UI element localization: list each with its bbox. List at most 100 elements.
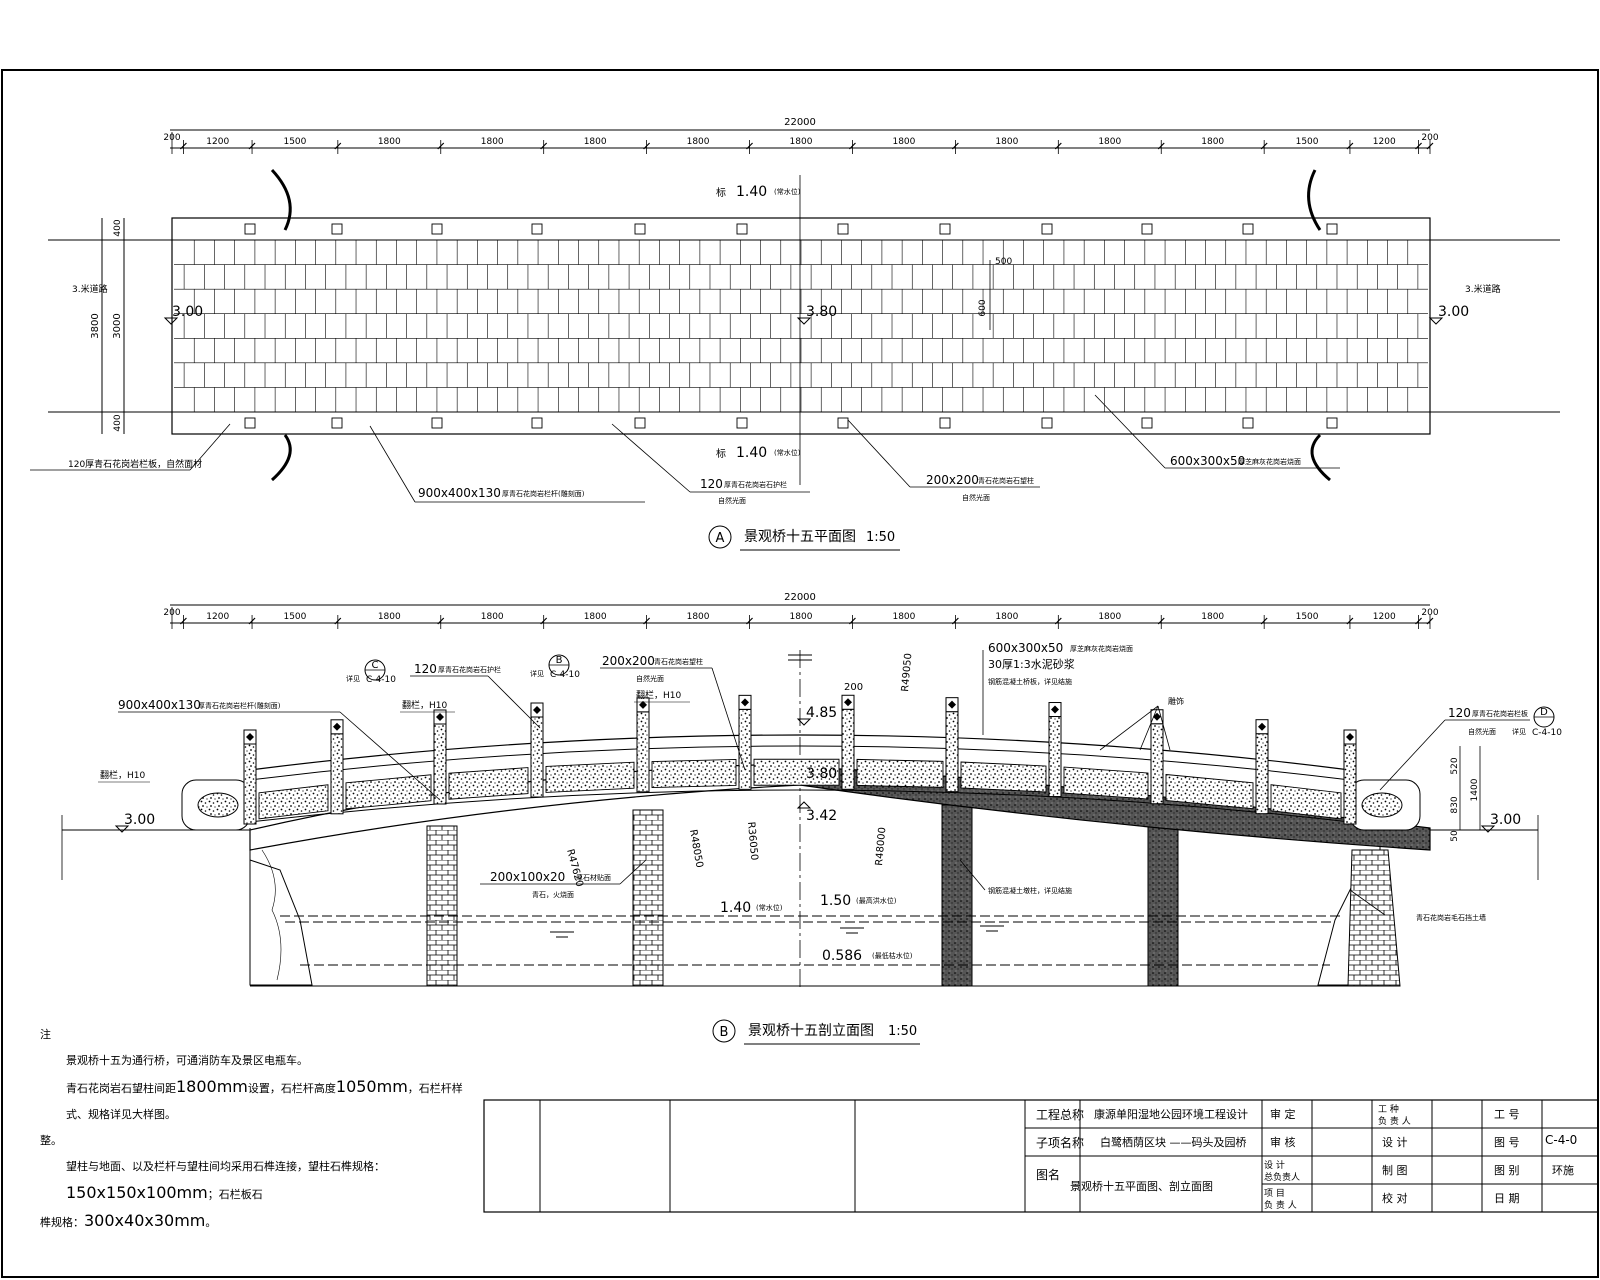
tb-drawing: 景观桥十五平面图、剖立面图 (1070, 1180, 1213, 1193)
tb-design-lead: 设 计 (1264, 1161, 1285, 1171)
elev-radius-4: R48000 (874, 827, 888, 867)
plan-water-prefix-top: 标 (716, 187, 726, 199)
tb-category: 环施 (1552, 1164, 1574, 1177)
railing-panel (1165, 774, 1254, 810)
plan-post (1041, 223, 1053, 235)
plan-post (939, 417, 951, 429)
plan-road-right: 3.米道路 (1465, 283, 1501, 295)
railing-post (243, 743, 257, 825)
plan-callout-post-note: 青石花岗岩石望柱 (978, 476, 1034, 485)
dim-label: 1800 (995, 137, 1018, 147)
plan-post (736, 223, 748, 235)
notes-line-5c: 。 (205, 1216, 217, 1229)
railing-post (841, 708, 855, 790)
right-abutment-pier (1347, 849, 1401, 987)
railing-panel (960, 761, 1047, 793)
notes-line-1: 景观桥十五为通行桥，可通消防车及景区电瓶车。 (66, 1048, 476, 1074)
railing-panel (448, 767, 529, 800)
elev-ref-b-prefix: 详见 (530, 669, 544, 678)
notes-line-4a: 望柱与地面、以及栏杆与望柱间均采用石榫连接，望柱石榫规格： (66, 1160, 385, 1173)
plan-bank-top-right (1307, 169, 1322, 231)
dim-label: 200 (1421, 608, 1438, 618)
plan-level-right: 3.00 (1438, 304, 1469, 320)
plan-dim-400-top: 400 (113, 219, 123, 236)
tb-eng-lead2: 负 责 人 (1378, 1117, 1411, 1127)
plan-bank-bottom-left (271, 434, 292, 482)
railing-top-rail (249, 734, 1351, 771)
dim-label: 1800 (378, 612, 401, 622)
elev-ref-c-prefix: 详见 (346, 674, 360, 683)
tb-design: 设 计 (1382, 1136, 1408, 1149)
plan-dim-3800: 3800 (90, 313, 101, 338)
plan-post (1242, 223, 1254, 235)
dim-label: 1200 (1373, 137, 1396, 147)
notes-heading: 注 (40, 1028, 51, 1041)
dim-label: 1800 (1201, 612, 1224, 622)
elev-callout-right-note: 厚青石花岗岩栏板 (1472, 709, 1528, 718)
notes-line-3-text: 整。 (40, 1134, 62, 1147)
elev-callout-under-note: 厚石材贴面 (576, 873, 611, 882)
elev-radius-3: R36050 (745, 821, 759, 861)
plan-callout-paving-note: 厚芝麻灰花岗岩烧面 (1238, 457, 1301, 466)
tb-project-lead: 项 目 (1264, 1189, 1285, 1199)
elev-callout-pier: 钢筋混凝土墩柱，详见结施 (988, 886, 1072, 895)
plan-dim-400-bottom: 400 (113, 414, 123, 431)
plan-post (1242, 417, 1254, 429)
plan-callout-paving-main: 600x300x50 (1170, 454, 1245, 468)
elev-rdim-520: 520 (1450, 757, 1460, 774)
elev-callout-pave-main: 600x300x50 (988, 641, 1063, 655)
notes-line-5: 榫规格：300x40x30mm。 (40, 1208, 476, 1236)
railing-post (1255, 733, 1269, 815)
plan-post (1141, 417, 1153, 429)
notes-line-2c: 设置，石栏杆高度 (247, 1082, 336, 1095)
plan-post (431, 223, 443, 235)
railing-mid-rail (249, 745, 1351, 781)
pier-1 (426, 825, 458, 987)
elev-callout-hook-1: 翻栏，H10 (402, 699, 447, 711)
elev-flood-level-note: (最高洪水位) (856, 896, 897, 905)
elev-bottom-level-note: (最低枯水位) (872, 951, 913, 960)
railing-post (1048, 716, 1062, 798)
plan-railing-posts (244, 223, 1338, 429)
elev-ref-c-letter: C (372, 660, 379, 671)
elev-callout-post-sub: 自然光面 (636, 674, 664, 683)
dim-label: 1500 (283, 612, 306, 622)
notes-line-4b: 150x150x100mm (66, 1183, 208, 1202)
plan-callout-rail-note: 厚青石花岗岩栏杆(雕刻面) (502, 489, 585, 498)
plan-callout-post-main: 200x200 (926, 473, 979, 487)
elev-rdim-830: 830 (1450, 796, 1460, 813)
plan-post (736, 417, 748, 429)
dim-label: 1800 (995, 612, 1018, 622)
elev-level-top: 4.85 (806, 705, 837, 721)
elev-callout-right-main: 120 (1448, 706, 1471, 720)
dim-label: 1800 (1098, 137, 1121, 147)
notes-line-4: 望柱与地面、以及栏杆与望柱间均采用石榫连接，望柱石榫规格： 150x150x100… (66, 1154, 476, 1208)
plan-post (1141, 223, 1153, 235)
plan-paving-grid (174, 240, 1428, 412)
dim-label: 1800 (892, 612, 915, 622)
pier-4 (1147, 819, 1179, 987)
railing-panel (856, 758, 944, 788)
plan-post (837, 417, 849, 429)
tb-sheet: C-4-0 (1545, 1133, 1578, 1147)
elev-ref-d-sheet: C-4-10 (1532, 728, 1562, 738)
elev-rdim-50: 50 (1450, 830, 1460, 842)
dim-label: 1800 (790, 612, 813, 622)
railing-post (433, 723, 447, 805)
dim-label: 1800 (378, 137, 401, 147)
dim-label: 1800 (1201, 137, 1224, 147)
tb-project-label: 工程总称 (1036, 1108, 1085, 1122)
plan-post (634, 417, 646, 429)
railing-panel (753, 758, 840, 786)
plan-inner-dim-500: 500 (995, 257, 1012, 267)
notes-line-3: 整。 (40, 1128, 476, 1154)
railing-panel (1270, 784, 1342, 820)
plan-post (1041, 417, 1053, 429)
dim-label: 1800 (892, 137, 915, 147)
plan-callout-guard-sub: 自然光面 (718, 496, 746, 505)
elev-ref-d-letter: D (1540, 707, 1548, 718)
elev-callout-under-main: 200x100x20 (490, 870, 565, 884)
